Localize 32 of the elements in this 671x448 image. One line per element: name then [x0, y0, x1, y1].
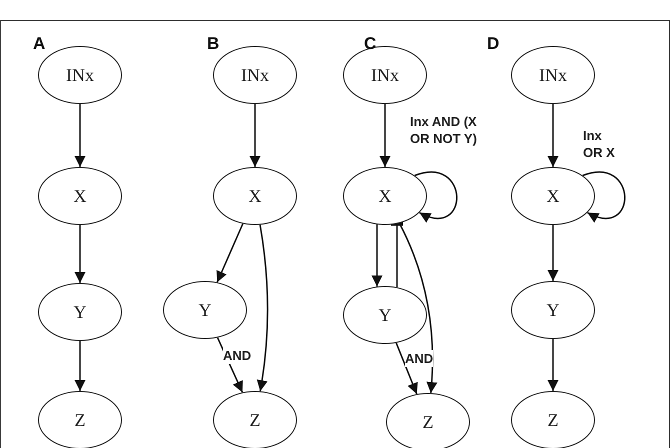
arrow — [380, 104, 390, 167]
ellipse-node: Y — [511, 281, 595, 339]
arrow — [74, 225, 86, 283]
ellipse-node: X — [343, 167, 427, 225]
edge-label: AND — [405, 350, 434, 367]
ellipse-node: X — [511, 167, 595, 225]
arrow — [396, 342, 418, 394]
arrow — [548, 225, 558, 281]
ellipse-node: INx — [511, 46, 595, 104]
ellipse-node: Z — [386, 393, 470, 448]
ellipse-node: Y — [38, 283, 122, 341]
self-loop-arrow — [414, 172, 458, 222]
panel-letter: D — [487, 34, 500, 54]
arrow — [216, 223, 244, 283]
self-loop-arrow — [582, 172, 626, 222]
ellipse-node: Y — [343, 286, 427, 344]
ellipse-node: Z — [38, 391, 122, 448]
inhibition-line — [391, 222, 403, 288]
edge-label: AND — [223, 347, 252, 364]
ellipse-node: X — [213, 167, 297, 225]
arrow — [74, 104, 86, 167]
arrow — [256, 224, 268, 392]
ellipse-node: Y — [163, 281, 247, 339]
arrow — [548, 339, 558, 391]
arrow — [74, 341, 86, 391]
ellipse-node: X — [38, 167, 122, 225]
arrow — [548, 104, 558, 167]
arrow — [372, 224, 382, 287]
arrow — [398, 222, 438, 394]
ellipse-node: Z — [511, 391, 595, 448]
arrow — [250, 104, 260, 167]
ellipse-node: Z — [213, 391, 297, 448]
